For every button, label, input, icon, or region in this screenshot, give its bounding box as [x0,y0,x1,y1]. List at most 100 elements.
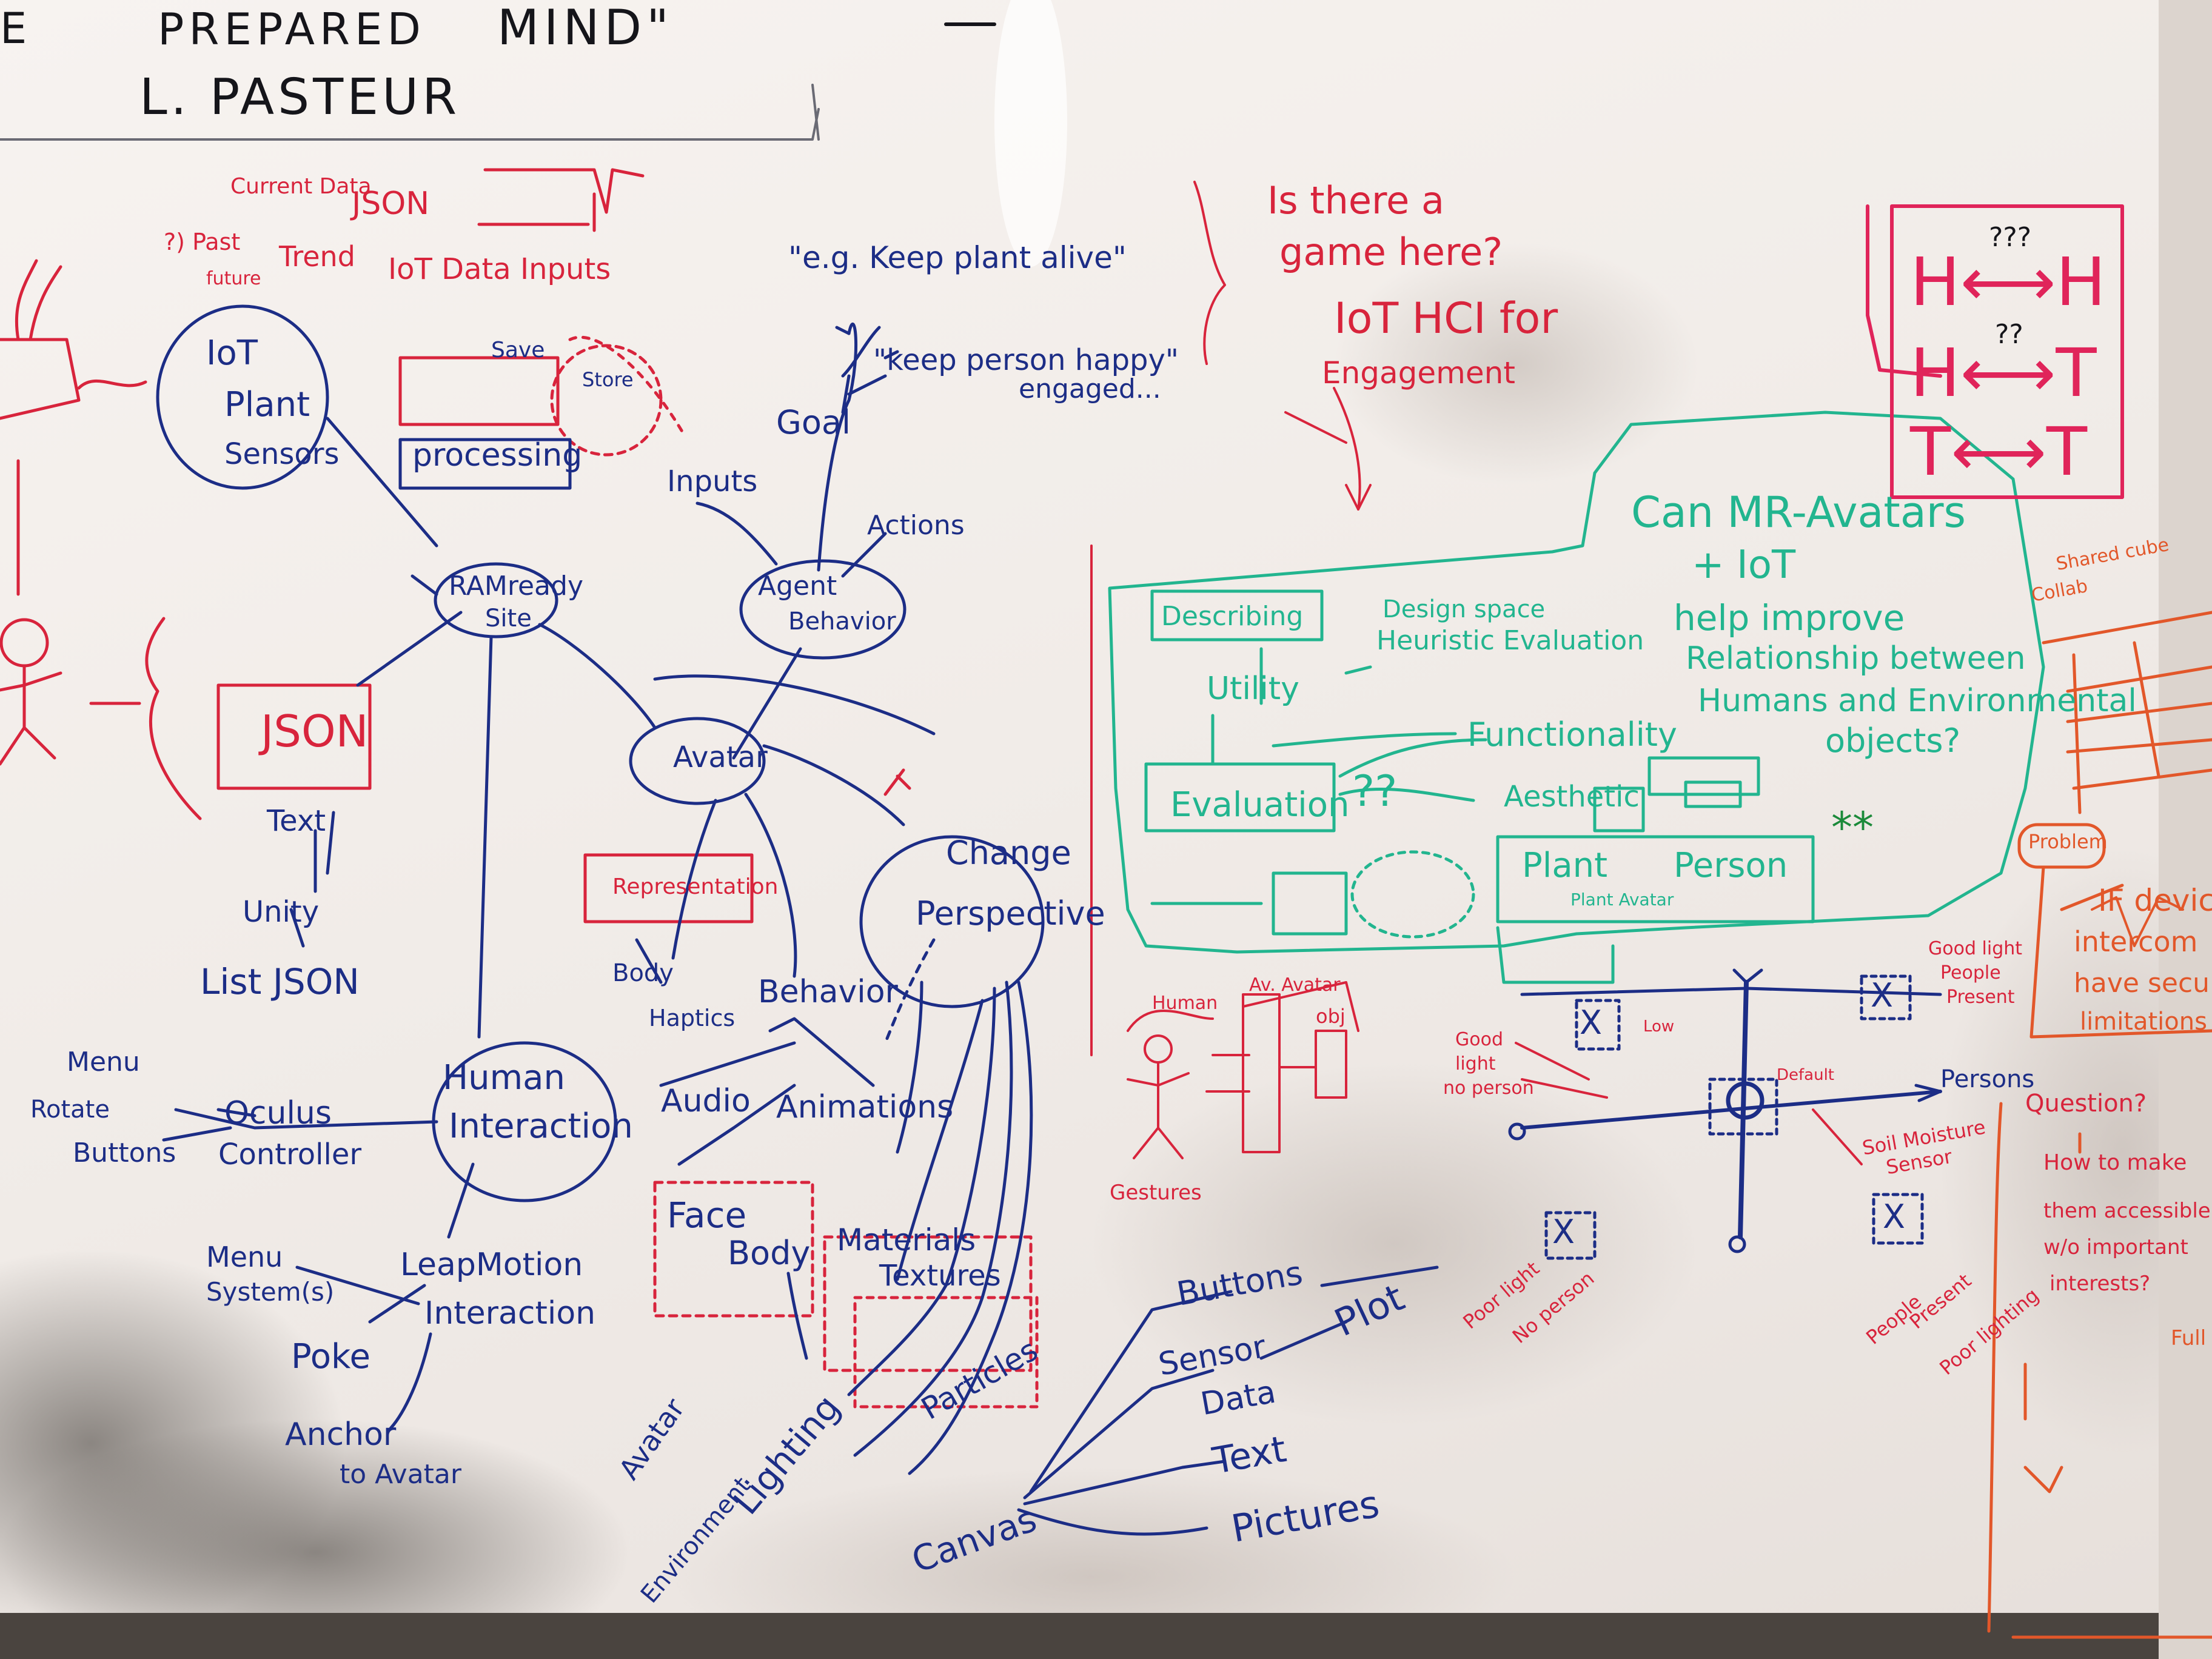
if-devices-line3: have secu [2074,968,2210,999]
question-marks-1: ??? [1989,222,2032,253]
aesthetic-label: Aesthetic [1504,780,1640,814]
plant-avatar-label: Plant Avatar [1570,890,1674,910]
quote-word-prepared: PREPARED [158,4,426,55]
full-label: Full [2171,1326,2207,1350]
materials-label: Materials [837,1222,976,1258]
good-light-no-person-1: Good [1455,1029,1503,1050]
quote-word-mind: MIND" [497,0,674,56]
how-to-make-line2: them accessible [2043,1199,2211,1223]
json-top-label: JSON [352,186,430,222]
is-there-game-line2: game here? [1279,230,1503,274]
low-label: Low [1643,1017,1675,1036]
human-thing-row: H⟷T [1910,334,2097,412]
poke-label: Poke [291,1337,370,1376]
agent-behavior-line2: Behavior [788,608,896,635]
current-data-label: Current Data [230,174,372,199]
question-label: Question? [2025,1090,2147,1118]
menu-systems-line1: Menu [206,1241,283,1273]
obj-label: obj [1316,1005,1346,1028]
person-label: Person [1674,846,1788,885]
quote-prefix: E [0,4,27,53]
haptics-label: Haptics [649,1005,736,1031]
if-devices-line1: IF devices [2098,883,2212,918]
iot-plant-sensors-line2: Plant [224,385,310,424]
good-light-no-person-3: no person [1443,1078,1534,1099]
research-question-line3: help improve [1674,597,1905,638]
actions-label: Actions [867,510,965,541]
trend-label: Trend [279,240,355,273]
menu-label: Menu [67,1047,140,1078]
good-light-people-2: People [1940,962,2001,984]
engaged-label: engaged... [1019,374,1161,404]
quadrant-x-mark-3: X [1552,1213,1575,1251]
quadrant-x-mark-2: X [1871,976,1893,1014]
human-human-row: H⟷H [1910,243,2106,321]
persons-axis-label: Persons [1940,1065,2035,1093]
keep-person-happy: "keep person happy" [873,343,1179,377]
design-space-label: Design space [1382,595,1546,623]
leap-motion-line1: LeapMotion [400,1247,583,1283]
future-label: future [206,268,261,289]
anchor-line2: to Avatar [340,1459,461,1490]
audio-label: Audio [661,1083,751,1119]
text-label: Text [267,804,326,838]
human-interaction-line2: Interaction [449,1107,633,1146]
if-devices-line2: intercom [2074,925,2198,958]
face-label: Face [667,1195,747,1236]
functionality-label: Functionality [1467,716,1677,754]
gestures-label: Gestures [1110,1181,1202,1205]
human-interaction-line1: Human [443,1058,565,1098]
question-marks: ?? [1352,766,1398,816]
body-label: Body [612,959,674,987]
iot-hci-label: IoT HCI for [1334,293,1558,343]
processing-label: processing [412,437,583,474]
question-marks-2: ?? [1995,319,2023,350]
unity-label: Unity [243,895,320,929]
goal-label: Goal [776,403,851,441]
plant-label: Plant [1522,846,1608,885]
utility-label: Utility [1207,671,1299,707]
research-question-line2: + IoT [1692,543,1796,588]
representation-label: Representation [612,874,779,899]
avatar-label-red: Av. Avatar [1249,974,1341,996]
heuristic-evaluation-label: Heuristic Evaluation [1376,625,1644,656]
research-question-line5: Humans and Environmental [1698,683,2137,719]
quote-author: L. PASTEUR [139,69,461,126]
evaluation-label: Evaluation [1170,785,1350,825]
default-label: Default [1777,1066,1834,1084]
animations-label: Animations [776,1089,954,1125]
oculus-controller-line2: Controller [218,1138,362,1171]
anchor-line1: Anchor [285,1416,397,1453]
how-to-make-line4: interests? [2049,1272,2151,1296]
how-to-make-line3: w/o important [2043,1235,2188,1259]
research-question-line6: objects? [1825,722,1961,760]
rotate-label: Rotate [30,1096,110,1124]
good-light-people-1: Good light [1928,938,2023,959]
iot-data-inputs-label: IoT Data Inputs [388,252,611,286]
list-json-label: List JSON [200,961,360,1002]
eg-keep-plant-alive: "e.g. Keep plant alive" [788,240,1127,275]
ram-ready-line2: Site [485,605,532,632]
inputs-label: Inputs [667,464,758,498]
ram-ready-line1: RAMready [449,571,583,602]
menu-systems-line2: System(s) [206,1277,335,1307]
iot-plant-sensors-line3: Sensors [224,437,340,471]
if-devices-line4: limitations [2080,1008,2207,1036]
problem-label: Problem [2028,830,2108,853]
textures-label: Textures [879,1259,1001,1293]
json-box-label: JSON [261,706,369,757]
is-there-game-line1: Is there a [1267,178,1445,223]
good-light-no-person-2: light [1455,1053,1496,1074]
past-label: ?) Past [164,229,241,255]
research-question-line1: Can MR-Avatars [1631,488,1966,537]
quadrant-x-mark-4: X [1883,1198,1905,1236]
avatar-label: Avatar [673,740,768,774]
change-perspective-line1: Change [946,834,1071,872]
thing-thing-row: T⟷T [1910,413,2088,491]
change-perspective-line2: Perspective [916,894,1105,933]
leap-motion-line2: Interaction [424,1295,596,1332]
iot-plant-sensors-line1: IoT [206,333,258,373]
human-label: Human [1152,993,1218,1014]
